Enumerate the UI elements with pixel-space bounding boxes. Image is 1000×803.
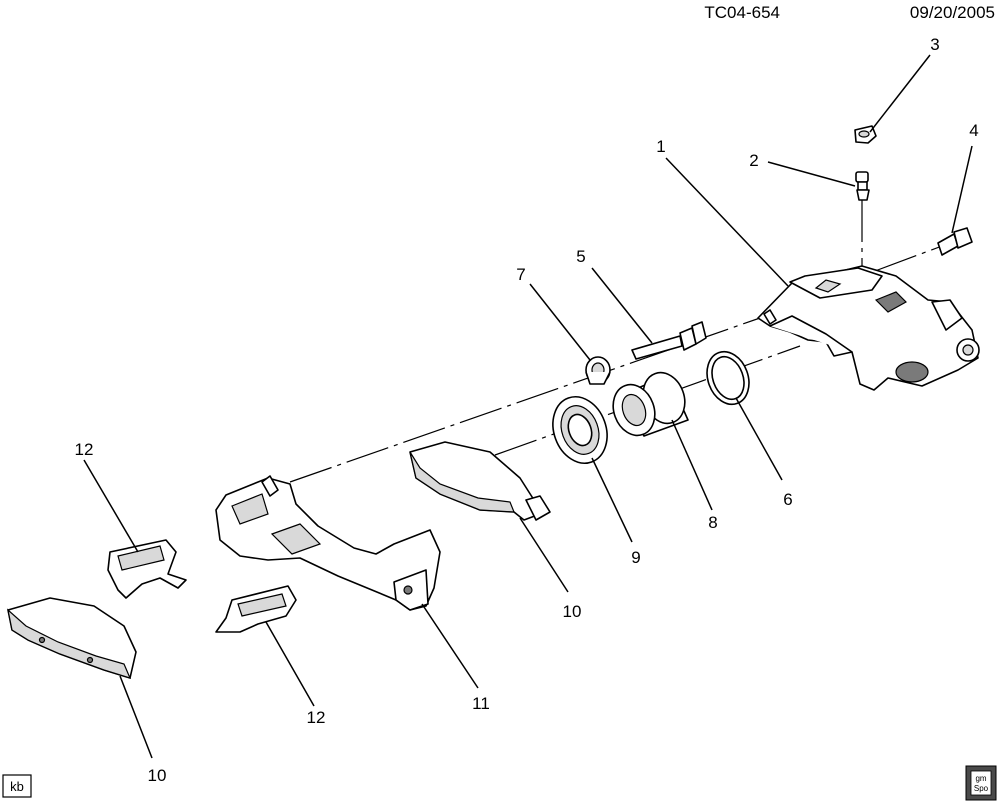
callout-7: 7 <box>516 265 525 284</box>
anti-rattle-clip-lower <box>215 585 297 633</box>
callout-10-inner: 10 <box>563 602 582 621</box>
callout-11: 11 <box>472 694 490 713</box>
caliper-housing <box>757 265 980 391</box>
initials-label: kb <box>10 779 24 794</box>
initials-box: kb <box>2 774 32 798</box>
logo-bottom-text: Spo <box>974 784 989 793</box>
inner-brake-pad <box>409 441 551 521</box>
callout-8: 8 <box>708 513 717 532</box>
caliper-bracket <box>215 475 441 611</box>
callout-10-outer: 10 <box>148 766 167 785</box>
callout-5: 5 <box>576 247 585 266</box>
drawing-date: 09/20/2005 <box>910 3 995 22</box>
bushing <box>585 356 611 385</box>
callout-3: 3 <box>930 35 939 54</box>
guide-pin-bolt <box>631 321 707 360</box>
leader-lines <box>83 54 973 759</box>
callout-4: 4 <box>969 121 978 140</box>
callout-2: 2 <box>749 151 758 170</box>
callout-9: 9 <box>631 548 640 567</box>
axis-mount-bolt <box>874 245 943 272</box>
outer-brake-pad <box>7 597 137 679</box>
axis-caliper-bolt <box>289 317 761 483</box>
callout-6: 6 <box>783 490 792 509</box>
piston-seal <box>706 350 750 406</box>
bleeder-valve <box>855 171 870 201</box>
callout-1: 1 <box>656 137 665 156</box>
logo-top-text: gm <box>975 774 986 783</box>
piston <box>612 371 689 437</box>
gm-spo-logo: gm Spo <box>965 765 997 801</box>
piston-boot <box>552 396 608 464</box>
callout-12-lower: 12 <box>307 708 326 727</box>
drawing-number: TC04-654 <box>704 3 780 22</box>
anti-rattle-clip-upper <box>107 539 187 599</box>
mounting-bolt <box>937 227 973 256</box>
callout-12-upper: 12 <box>75 440 94 459</box>
